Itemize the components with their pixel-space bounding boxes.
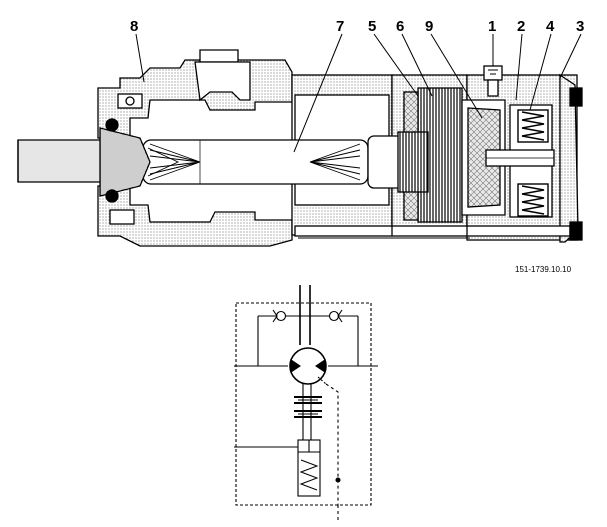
- shaft-splines-right: [309, 143, 361, 181]
- check-ball-seat: [487, 79, 499, 97]
- callout-labels: 8 7 5 6 9 1 2 4 3: [130, 18, 584, 35]
- bearing-upper: [105, 118, 119, 132]
- motor-symbol: [289, 347, 327, 385]
- callout-6: 6: [396, 18, 404, 35]
- check-plug: [483, 65, 503, 81]
- front-housing-lower: [97, 185, 293, 247]
- motor-cross-section: [17, 49, 583, 247]
- brake-discs: [294, 396, 322, 418]
- spring-lower: [517, 183, 549, 217]
- hydraulic-schematic: [234, 285, 378, 522]
- callout-4: 4: [546, 18, 555, 35]
- drawing-reference: 151-1739.10.10: [515, 265, 572, 274]
- check-valve-left: [272, 309, 287, 323]
- callout-7: 7: [336, 18, 344, 35]
- tie-bolt-head: [569, 221, 583, 241]
- leader-lines: [135, 33, 582, 153]
- callout-8: 8: [130, 18, 138, 35]
- spline-hub-teeth: [397, 131, 429, 193]
- callout-1: 1: [488, 18, 496, 35]
- callout-2: 2: [517, 18, 525, 35]
- tie-bolt-head-top: [569, 87, 583, 107]
- distributor-valve-hatch: [467, 107, 501, 208]
- port-passage: [194, 61, 251, 102]
- callout-5: 5: [368, 18, 376, 35]
- drain-line: [325, 383, 339, 505]
- schematic-boundary: [235, 302, 372, 506]
- spring-upper: [517, 109, 549, 143]
- tie-bolt: [294, 225, 571, 237]
- callout-9: 9: [425, 18, 433, 35]
- output-shaft-body: [99, 127, 151, 197]
- cardan-shaft: [142, 139, 369, 185]
- shaft-splines-left: [147, 143, 201, 181]
- port-boss: [199, 49, 239, 63]
- check-valve-right: [328, 309, 343, 323]
- seal-lower: [109, 209, 135, 225]
- callout-3: 3: [576, 18, 584, 35]
- bearing-lower: [105, 189, 119, 203]
- brake-cylinder: [297, 439, 321, 497]
